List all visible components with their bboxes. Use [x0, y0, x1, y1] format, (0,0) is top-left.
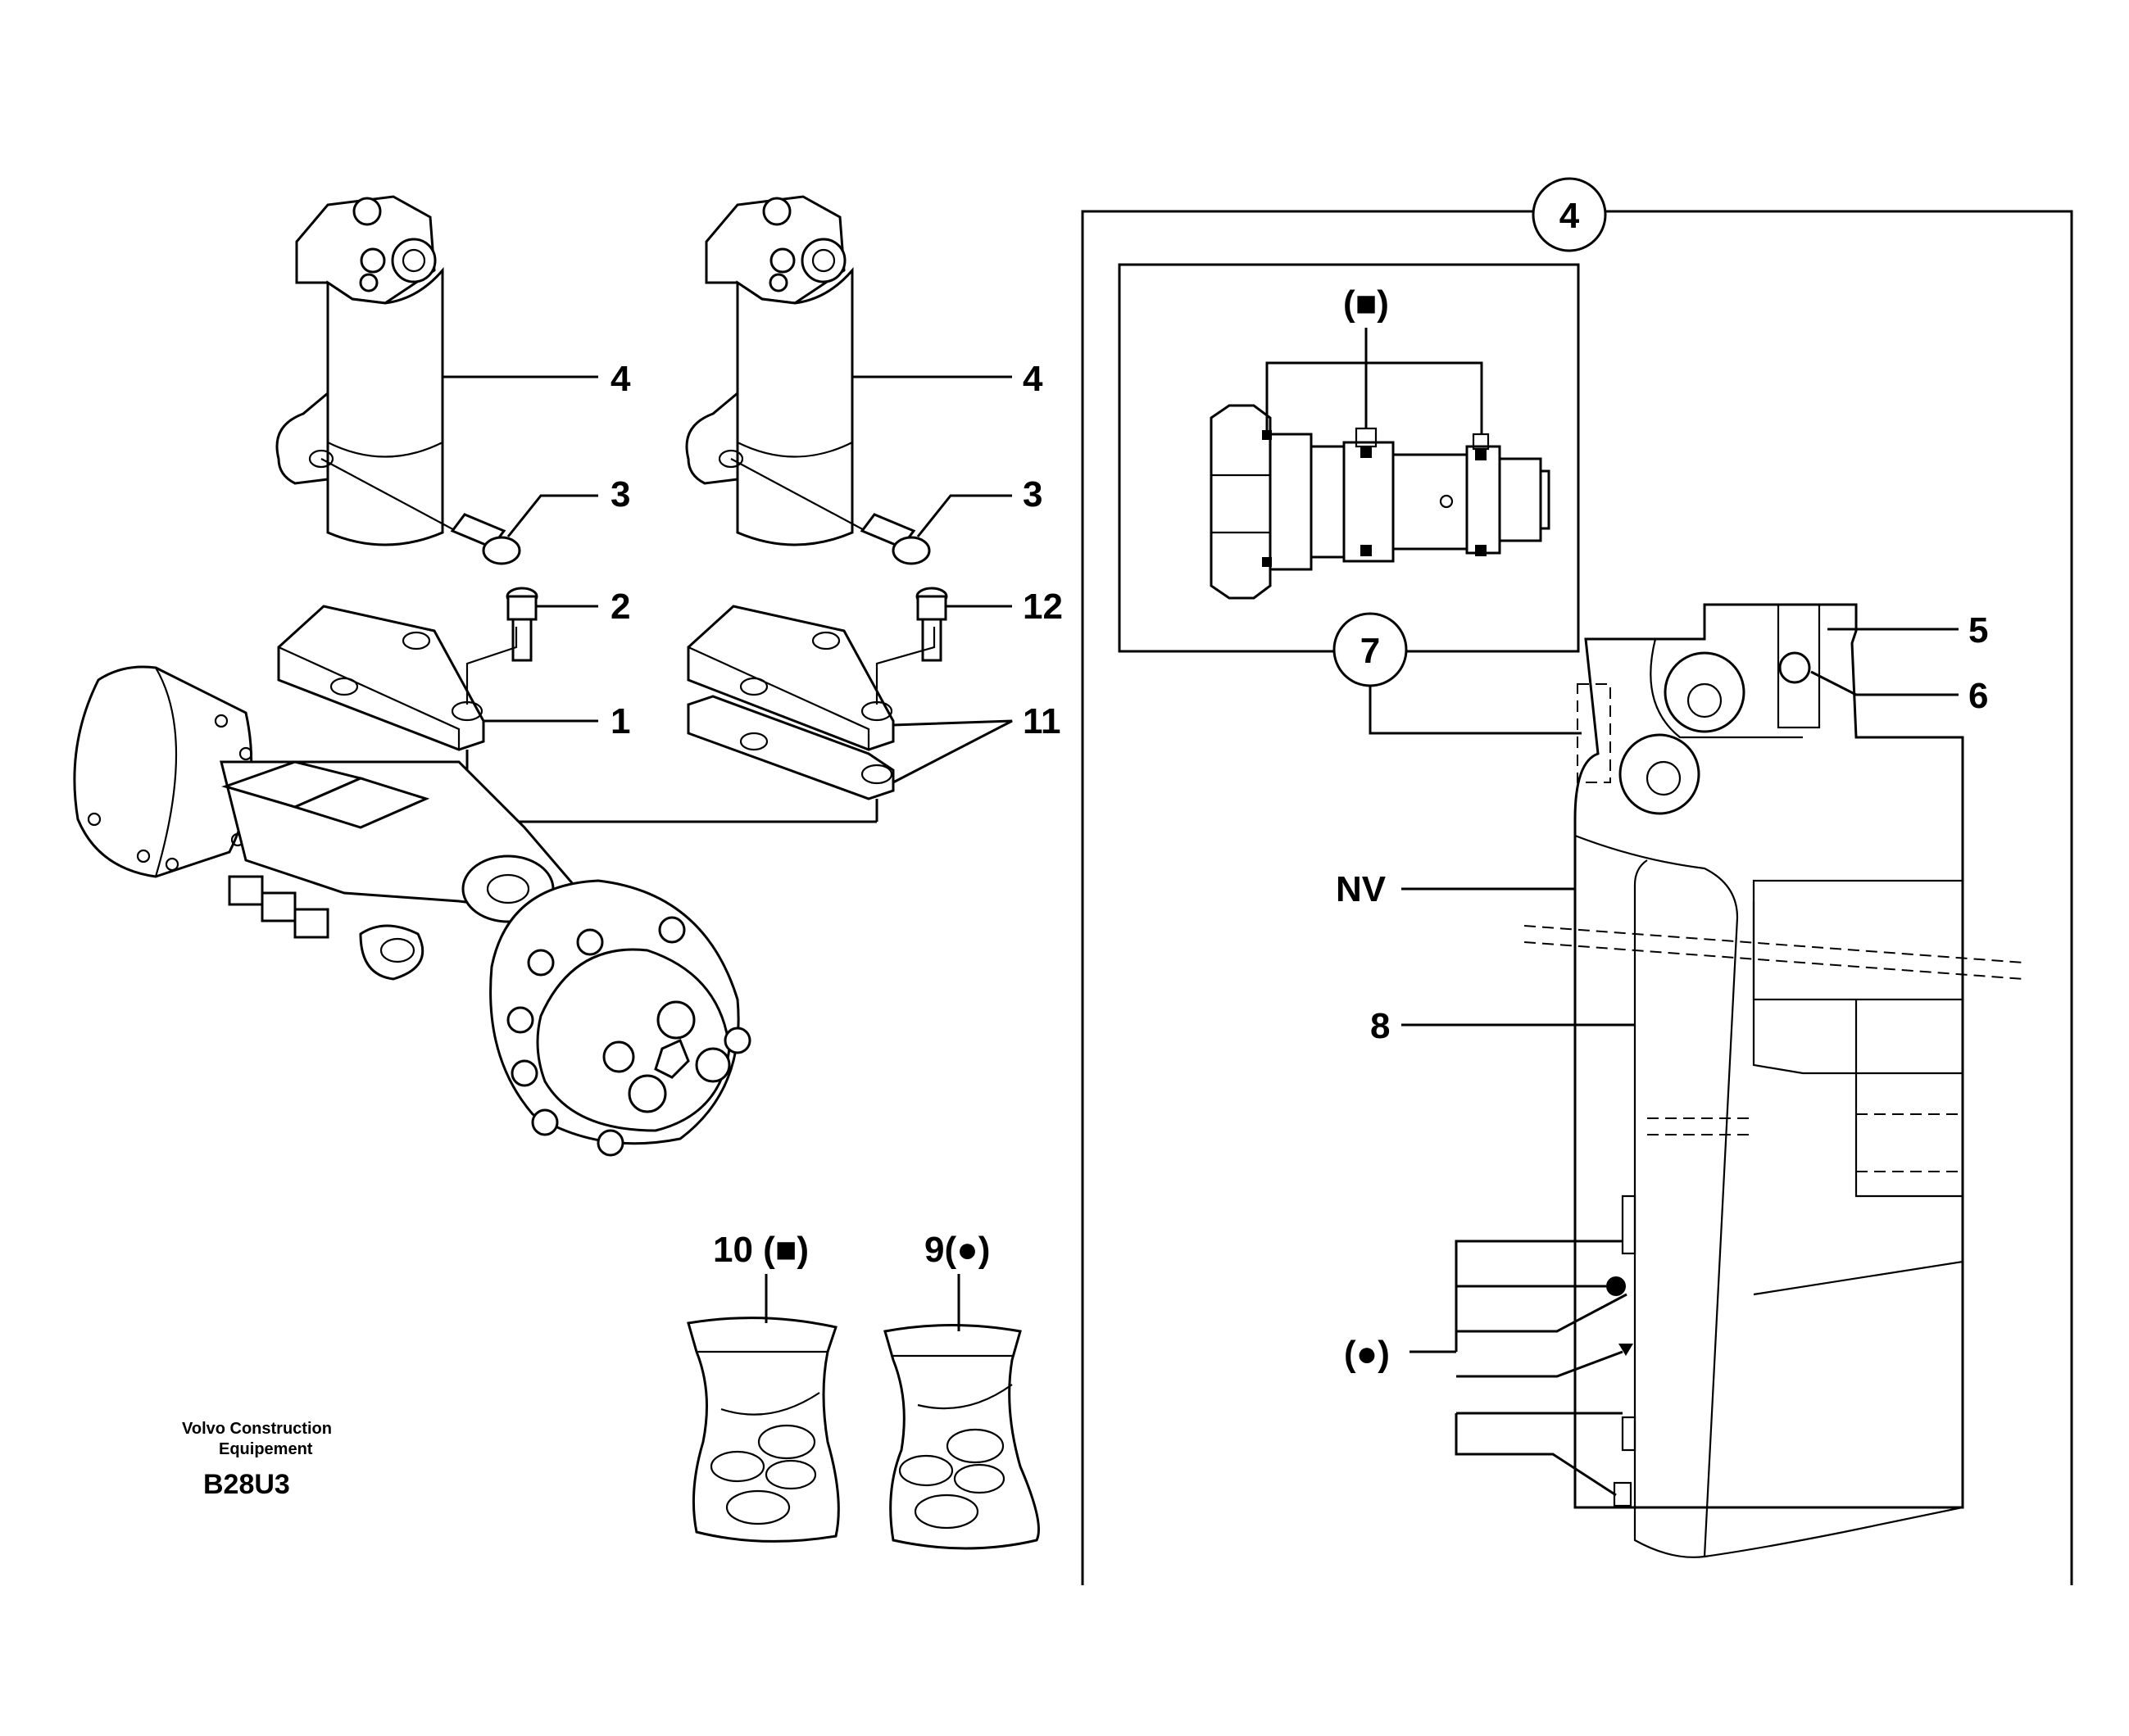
- callout-6: 6: [1968, 676, 1988, 716]
- kit-9-label: 9(●): [924, 1230, 990, 1270]
- figure-code: B28U3: [203, 1469, 290, 1500]
- plates-11: [687, 605, 895, 800]
- kit-10-label: 10 (■): [713, 1230, 809, 1270]
- cylinder-right: [685, 195, 1013, 822]
- kit-bag-9: [883, 1324, 1040, 1550]
- axle-assembly: [73, 665, 751, 1157]
- callout-4-left: 4: [611, 359, 631, 399]
- callout-1: 1: [611, 701, 630, 741]
- callout-nv: NV: [1336, 869, 1387, 909]
- plate-1: [277, 605, 485, 751]
- bolt-3-right: [860, 513, 931, 565]
- callout-11: 11: [1023, 701, 1061, 741]
- brand-line-1: Volvo Construction: [182, 1420, 332, 1438]
- callout-5: 5: [1968, 610, 1988, 650]
- callout-12: 12: [1023, 587, 1063, 627]
- bolt-3-left: [450, 513, 521, 565]
- circle-4-text: 4: [1559, 196, 1580, 236]
- callout-8: 8: [1370, 1006, 1390, 1046]
- bolt-12: [915, 587, 948, 662]
- callout-3-right: 3: [1023, 474, 1042, 514]
- valve-housing: [1523, 603, 2025, 1558]
- dot-note: (●): [1344, 1334, 1390, 1374]
- brand-line-2: Equipement: [219, 1440, 313, 1458]
- bolt-2: [506, 587, 538, 662]
- callout-circle-4: [1532, 177, 1607, 252]
- detail-frame: [1081, 177, 2073, 1585]
- valve-cartridge: [1210, 404, 1550, 600]
- callout-3-left: 3: [611, 474, 630, 514]
- callout-2: 2: [611, 587, 630, 627]
- circle-7-text: 7: [1360, 631, 1380, 671]
- square-note: (■): [1343, 283, 1389, 324]
- callout-4-right: 4: [1023, 359, 1043, 399]
- kit-bag-10: [687, 1317, 840, 1543]
- cylinder-left: [275, 195, 598, 822]
